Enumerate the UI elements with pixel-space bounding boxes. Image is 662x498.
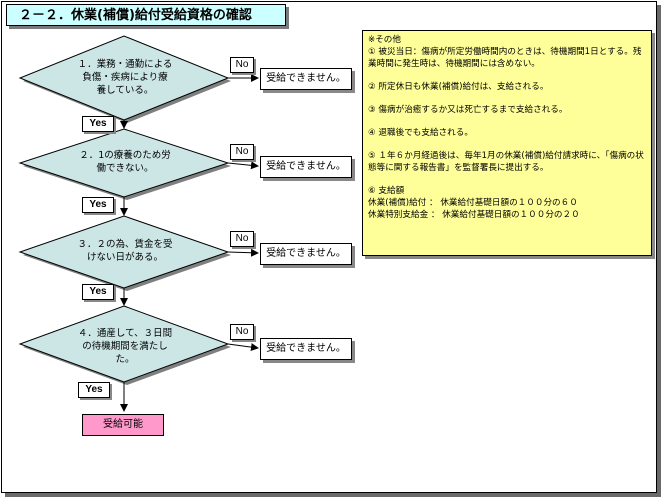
note-item-3: ③ 傷病が治癒するか又は死亡するまで支給される。	[368, 105, 568, 115]
note-amount-2: 休業特別支給金 ： 休業給付基礎日額の１００分の２０	[368, 210, 580, 220]
note-item-6: ⑥ 支給額	[368, 186, 405, 196]
note-item-5: ⑤ １年６か月経過後は、毎年1月の休業(補償)給付請求時に、「傷病の状態等に関す…	[368, 151, 644, 173]
notes-box: ※その他 ① 被災当日：傷病が所定労働時間内のときは、待機期間1日とする。残業時…	[362, 30, 652, 256]
no-result-1: 受給できません。	[260, 68, 352, 90]
no-result-2: 受給できません。	[260, 156, 352, 178]
no-arrow-4	[227, 343, 259, 352]
note-item-2: ② 所定休日も休業(補償)給付は、支給される。	[368, 82, 549, 92]
note-amount-1: 休業(補償)給付 ： 休業給付基礎日額の１００分の６０	[368, 198, 578, 208]
notes-heading: ※その他	[368, 35, 401, 45]
final-result-box: 受給可能	[82, 414, 164, 436]
no-label-2: No	[230, 144, 254, 160]
yes-label-3: Yes	[82, 284, 114, 300]
yes-label-4: Yes	[78, 382, 110, 398]
condition-4-text: ４．通産して、３日間 の待機期間を満たし た。	[77, 328, 173, 365]
condition-2-text: ２．1の療養のため労 働できない。	[79, 150, 171, 174]
yes-label-1: Yes	[82, 116, 114, 132]
page-title: ２－２．休業(補償)給付受給資格の確認	[6, 4, 286, 26]
no-label-1: No	[230, 57, 254, 73]
no-label-3: No	[230, 231, 254, 247]
no-arrow-2	[227, 161, 259, 170]
condition-3-text: ３．２の為、賃金を受 けない日がある。	[77, 239, 173, 263]
no-result-3: 受給できません。	[260, 243, 352, 265]
no-arrow-3	[227, 248, 259, 257]
yes-label-2: Yes	[82, 197, 114, 213]
condition-1-text: １．業務・通勤による 負傷・疾病により療 養している。	[77, 59, 173, 96]
note-item-1: ① 被災当日：傷病が所定労働時間内のときは、待機期間1日とする。残業時間に発生時…	[368, 47, 642, 69]
note-item-4: ④ 退職後でも支給される。	[368, 128, 473, 138]
no-result-4: 受給できません。	[260, 338, 352, 360]
no-label-4: No	[230, 324, 254, 340]
